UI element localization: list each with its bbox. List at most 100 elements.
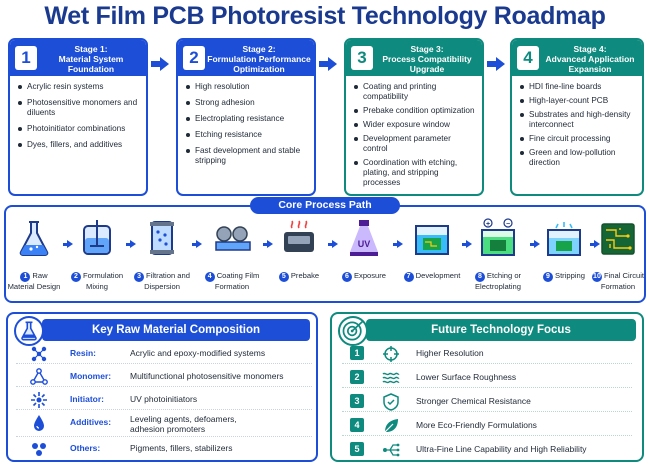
list-item: Substrates and high-density interconnect [520, 110, 636, 130]
future-focus-panel: Future Technology Focus 1 Higher Resolut… [330, 312, 644, 462]
list-item: Dyes, fillers, and additives [18, 140, 140, 150]
composition-key: Additives: [70, 417, 112, 427]
stage-item-list: High resolution Strong adhesion Electrop… [178, 76, 314, 166]
stage-item-list: Coating and printing compatibility Preba… [346, 76, 482, 188]
svg-text:UV: UV [358, 239, 371, 249]
svg-text:−: − [506, 221, 510, 228]
list-item: Wider exposure window [354, 120, 476, 130]
list-item: Photoinitiator combinations [18, 124, 140, 134]
future-focus-title: Future Technology Focus [366, 319, 636, 341]
circuit-board-icon [601, 223, 635, 255]
future-text: Ultra-Fine Line Capability and High Reli… [416, 444, 587, 454]
composition-key: Resin: [70, 348, 96, 358]
process-arrow-icon [462, 240, 472, 248]
stage-card-2: 2 Stage 2: Formulation Performance Optim… [176, 38, 316, 196]
composition-value: Leveling agents, defoamers, adhesion pro… [130, 414, 237, 434]
future-row: 4 More Eco-Friendly Formulations [342, 416, 632, 436]
process-arrow-icon [393, 240, 403, 248]
list-item: Coordination with etching, plating, and … [354, 158, 476, 188]
list-item: Development parameter control [354, 134, 476, 154]
page-title: Wet Film PCB Photoresist Technology Road… [44, 2, 606, 30]
list-item: Fine circuit processing [520, 134, 636, 144]
future-text: More Eco-Friendly Formulations [416, 420, 537, 430]
future-row: 5 Ultra-Fine Line Capability and High Re… [342, 440, 632, 460]
stage-title: Stage 4: Advanced Application Expansion [545, 44, 635, 74]
list-item: Coating and printing compatibility [354, 82, 476, 102]
process-arrow-icon [590, 240, 600, 248]
list-item: High-layer-count PCB [520, 96, 636, 106]
stage-card-1: 1 Stage 1: Material System Foundation Ac… [8, 38, 148, 196]
shield-icon [383, 393, 399, 411]
composition-value: UV photoinitiators [130, 394, 198, 404]
future-row: 3 Stronger Chemical Resistance [342, 392, 632, 412]
list-item: Photosensitive monomers and diluents [18, 98, 140, 118]
spark-icon [31, 392, 47, 408]
process-arrow-icon [263, 240, 273, 248]
plating-bath-icon: + − [481, 218, 515, 256]
stripping-bath-icon [547, 222, 581, 256]
leaf-icon [384, 419, 398, 433]
composition-key: Initiator: [70, 394, 104, 404]
composition-row: Monomer: Multifunctional photosensitive … [16, 367, 312, 387]
stage-number: 3 [351, 46, 373, 70]
waves-icon [382, 372, 400, 384]
svg-text:+: + [486, 221, 490, 228]
stage-arrow-icon [319, 57, 337, 71]
stage-title: Stage 3: Process Compatibility Upgrade [382, 44, 472, 74]
stage-arrow-icon [487, 57, 505, 71]
list-item: Etching resistance [186, 130, 308, 140]
oven-icon [284, 220, 314, 252]
list-item: Green and low-pollution direction [520, 148, 636, 168]
molecule-icon [31, 346, 47, 362]
list-item: Fast development and stable stripping [186, 146, 308, 166]
stage-header: 1 Stage 1: Material System Foundation [10, 40, 146, 76]
flask-icon [19, 221, 49, 256]
composition-key: Monomer: [70, 371, 112, 381]
composition-value: Acrylic and epoxy-modified systems [130, 348, 266, 358]
future-text: Higher Resolution [416, 348, 484, 358]
circuit-lines-icon [383, 443, 400, 457]
future-number: 4 [350, 418, 364, 432]
future-row: 2 Lower Surface Roughness [342, 368, 632, 388]
stage-header: 4 Stage 4: Advanced Application Expansio… [512, 40, 642, 76]
process-arrow-icon [328, 240, 338, 248]
stage-title: Stage 2: Formulation Performance Optimiz… [207, 44, 311, 74]
stage-card-3: 3 Stage 3: Process Compatibility Upgrade… [344, 38, 484, 196]
flask-badge-icon [14, 316, 44, 346]
stage-item-list: HDI fine-line boards High-layer-count PC… [512, 76, 642, 168]
future-number: 5 [350, 442, 364, 456]
mixer-tank-icon [83, 220, 111, 255]
stage-number: 4 [517, 46, 539, 70]
list-item: High resolution [186, 82, 308, 92]
list-item: Strong adhesion [186, 98, 308, 108]
process-path-title: Core Process Path [250, 197, 400, 214]
target-badge-icon [338, 316, 368, 346]
stage-arrow-icon [151, 57, 169, 71]
stage-header: 2 Stage 2: Formulation Performance Optim… [178, 40, 314, 76]
process-arrow-icon [63, 240, 73, 248]
composition-value: Multifunctional photosensitive monomers [130, 371, 284, 381]
composition-row: Initiator: UV photoinitiators [16, 390, 312, 410]
stage-number: 2 [183, 46, 205, 70]
filter-cylinder-icon [150, 221, 174, 255]
stage-item-list: Acrylic resin systems Photosensitive mon… [10, 76, 146, 150]
composition-row: Resin: Acrylic and epoxy-modified system… [16, 344, 312, 364]
future-text: Lower Surface Roughness [416, 372, 517, 382]
composition-key: Others: [70, 443, 101, 453]
